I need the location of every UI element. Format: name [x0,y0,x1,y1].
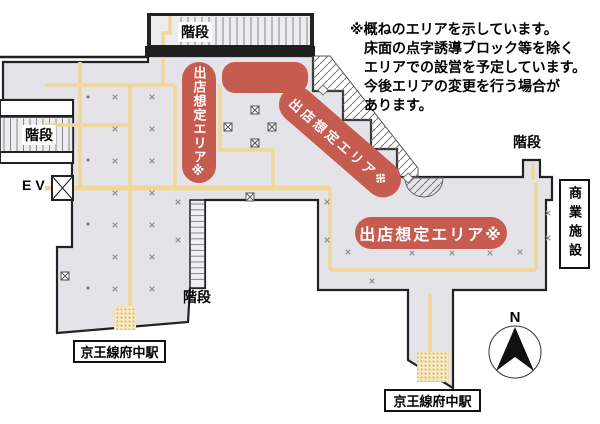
area-capsule-top [222,62,308,93]
commercial-facility-label: 商業施設 [559,179,590,269]
area-capsule-bottom [355,217,507,249]
left-staircase [0,99,74,164]
area-capsule-diagonal [278,86,402,198]
note-line-3: エリアでの設営を予定しています。 [364,59,587,75]
walls [0,46,315,59]
compass-north-label: N [509,309,521,326]
stepped-stair-hatch [312,55,419,178]
tactile-paving-lines [45,16,538,355]
stairs-label-middle: 階段 [183,289,211,305]
note-line-2: 床面の点字誘導ブロック等を除く [364,40,574,56]
elevator-box [51,175,74,201]
stairs-label-top: 階段 [178,22,212,42]
station-label-bottom: 京王線府中駅 [384,389,481,412]
floor-markers [60,84,551,292]
note-line-1: ※概ねのエリアを示しています。 [350,21,558,37]
compass [488,325,542,379]
tactile-warning-blocks [114,306,449,382]
station-label-left: 京王線府中駅 [73,340,166,363]
top-staircase [149,14,312,47]
note-line-5: あります。 [364,97,433,113]
planned-shop-area-vertical-label: 出店想定エリア※ [191,65,207,180]
area-note: ※概ねのエリアを示しています。 床面の点字誘導ブロック等を除く エリアでの設営を… [350,20,590,115]
stairs-label-right: 階段 [513,134,541,150]
stairs-label-left: 階段 [22,125,56,145]
note-line-4: 今後エリアの変更を行う場合が [364,78,560,94]
planned-shop-area-bottom-label: 出店想定エリア※ [359,227,503,244]
elevator-label: EV [22,177,49,193]
middle-staircase [189,199,206,289]
area-capsule-vertical [182,62,216,183]
pillar-hatch-semicircle [404,177,444,198]
